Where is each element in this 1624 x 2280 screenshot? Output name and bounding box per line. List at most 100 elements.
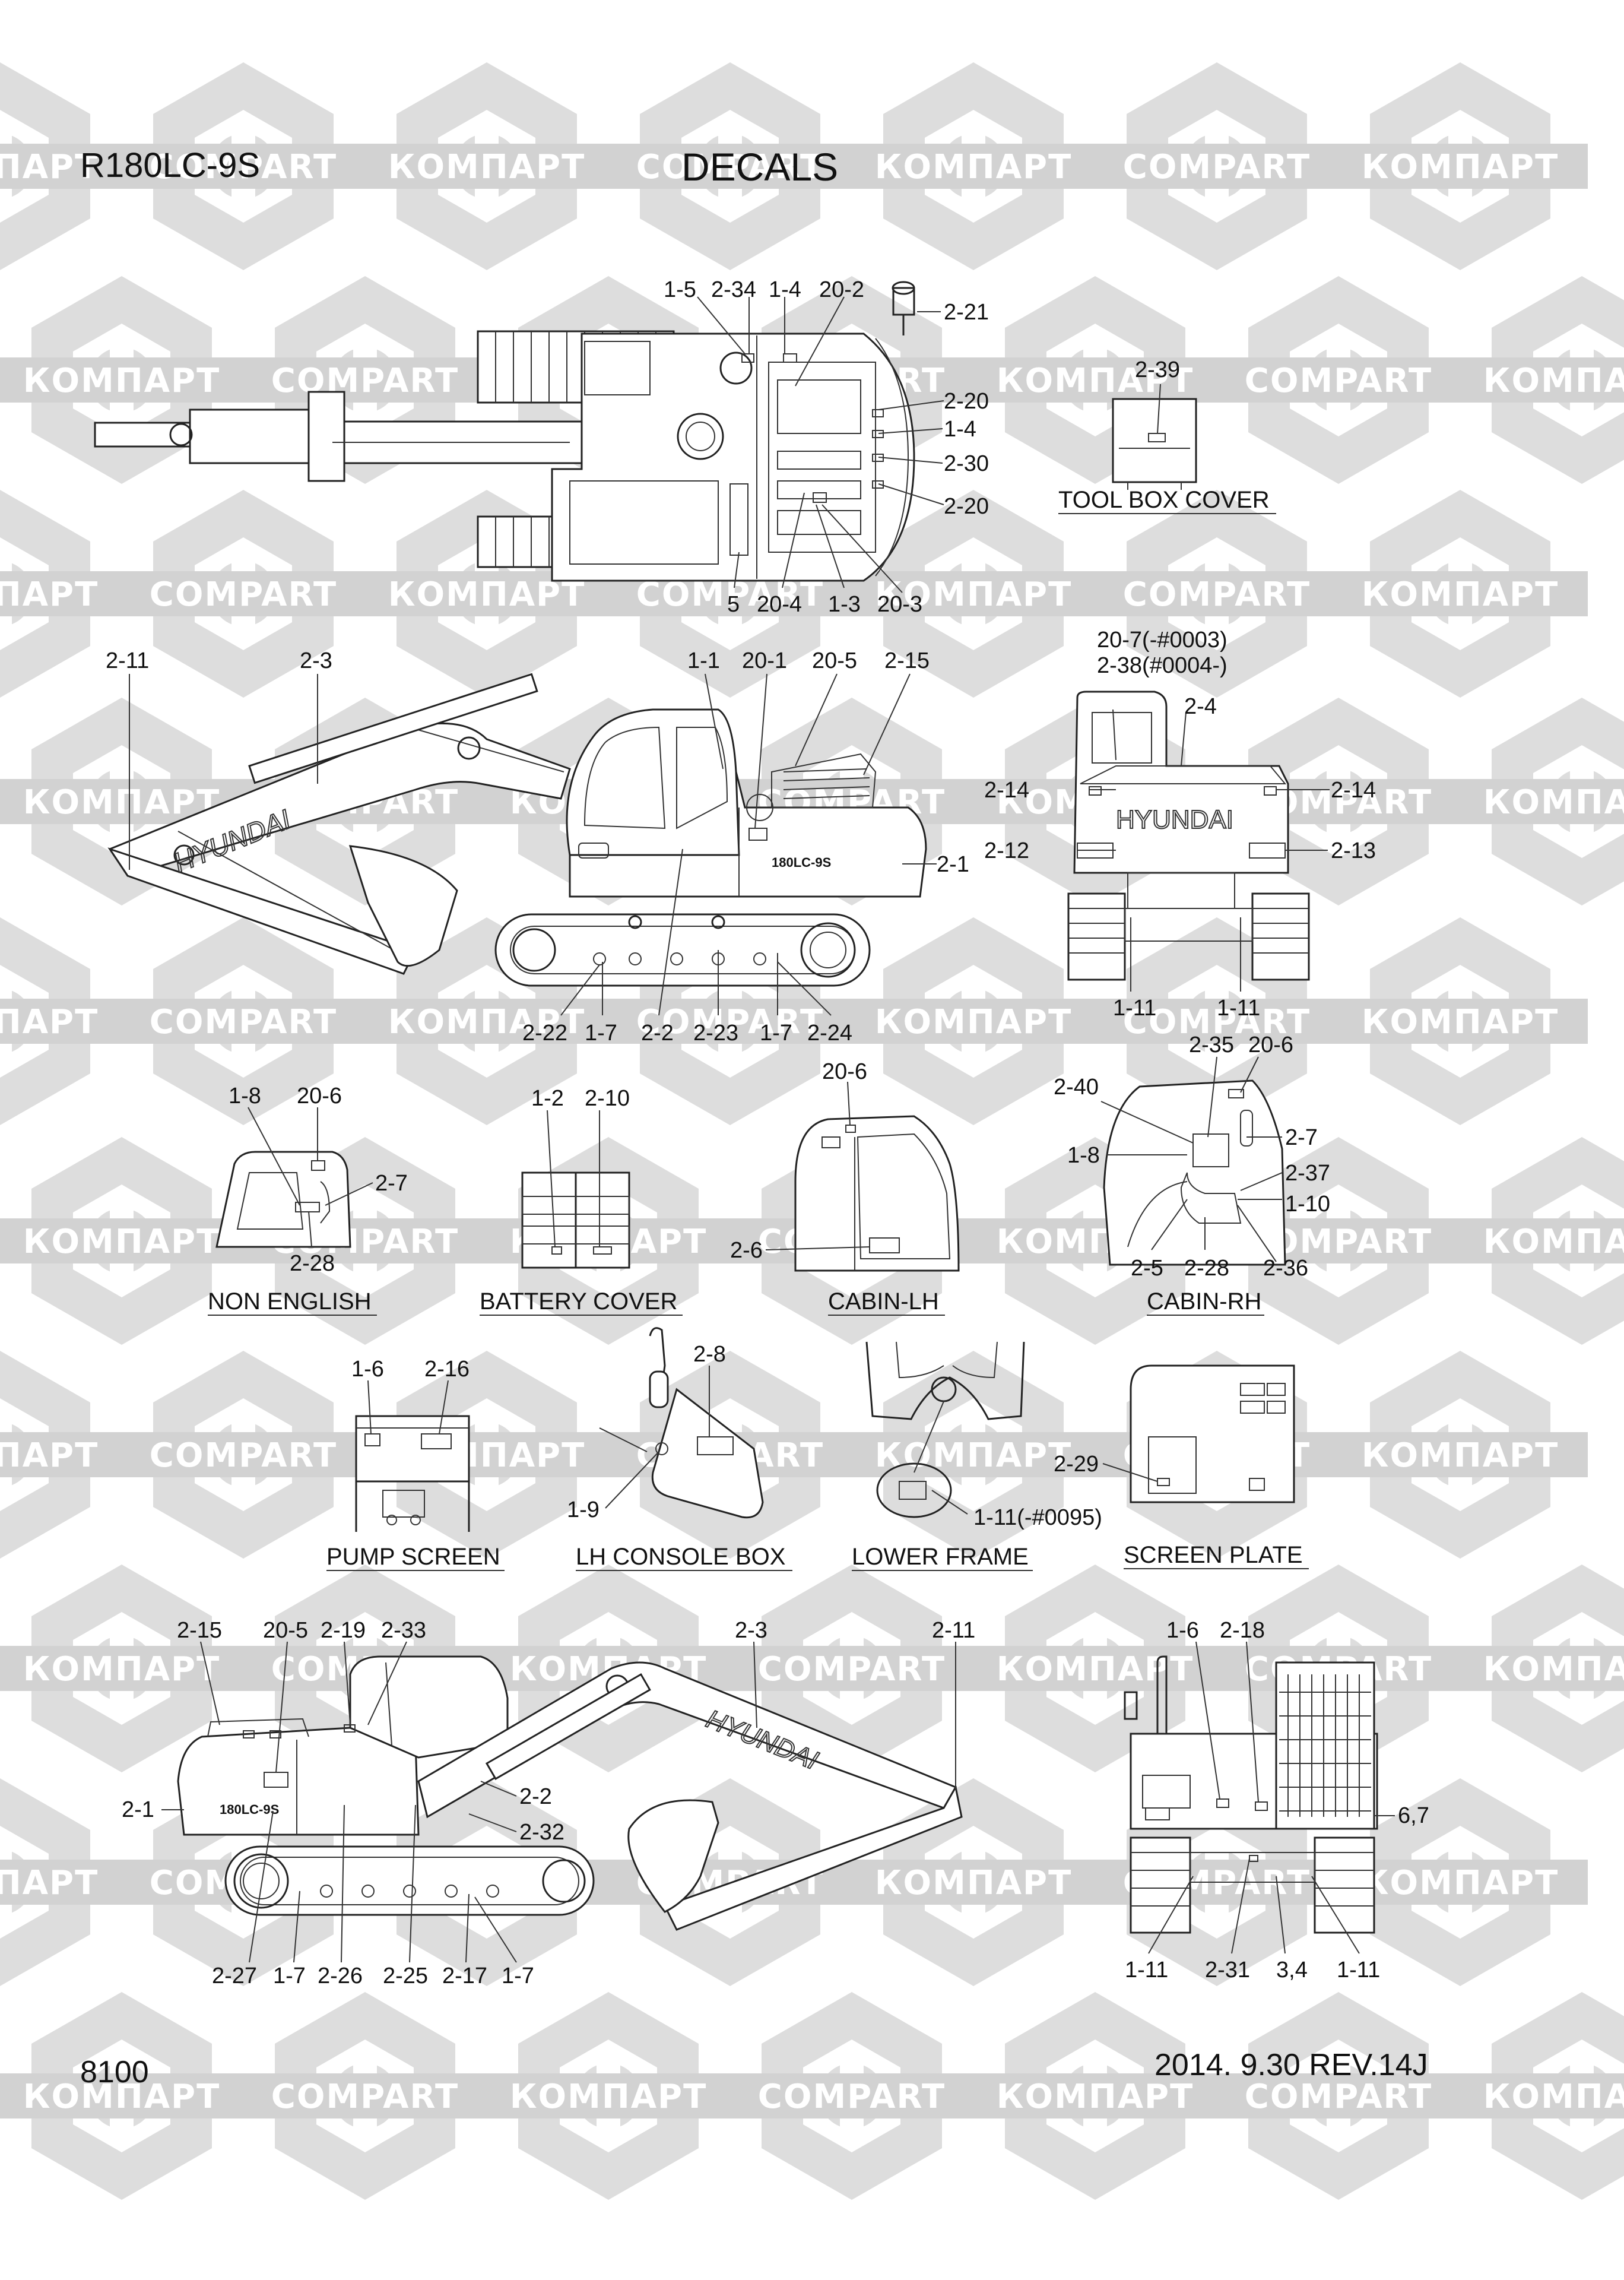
battery-cover-view <box>521 1171 630 1269</box>
callout: 1-6 <box>1166 1618 1199 1643</box>
callout: 1-7 <box>585 1021 617 1046</box>
section-title-non-english: NON ENGLISH <box>208 1288 372 1315</box>
watermark-text: COMPART <box>1245 2078 1432 2116</box>
watermark-text: КОМПАРТ <box>1483 783 1624 822</box>
callout: 2-34 <box>711 277 756 302</box>
leader-lines <box>129 296 1395 1963</box>
callout: 1-1 <box>687 648 720 673</box>
callout: 1-3 <box>828 592 861 617</box>
callout: 2-7 <box>375 1171 408 1196</box>
callout: 1-8 <box>1067 1143 1100 1168</box>
watermark-text: COMPART <box>636 148 824 186</box>
watermark-text: COMPART <box>1123 1003 1311 1041</box>
callout: 2-30 <box>944 451 989 476</box>
callout: 2-14 <box>984 778 1029 803</box>
front-view-excavator <box>1124 1655 1378 1934</box>
tool-box-cover-view <box>1112 398 1197 490</box>
callout: 2-11 <box>106 648 149 673</box>
callout: 2-15 <box>177 1618 222 1643</box>
callout: 20-6 <box>822 1059 867 1084</box>
watermark-text: COMPART <box>150 1003 337 1041</box>
watermark-text: КОМПАРТ <box>388 575 586 614</box>
watermark-text: КОМПАРТ <box>1483 2078 1624 2116</box>
section-title-tool-box-cover: TOOL BOX COVER <box>1058 487 1270 513</box>
watermark-text: КОМПАРТ <box>23 362 221 400</box>
callout: 2-2 <box>519 1784 552 1809</box>
cabin-rh-view <box>1103 1079 1286 1266</box>
callout: 1-7 <box>502 1964 534 1988</box>
watermark-text: КОМПАРТ <box>23 783 221 822</box>
callout: 1-2 <box>531 1086 564 1111</box>
callout: 2-23 <box>693 1021 738 1046</box>
callout: 20-5 <box>263 1618 308 1643</box>
watermark-text: КОМПАРТ <box>388 148 586 186</box>
callout: 1-11 <box>1113 996 1156 1021</box>
watermark-text: КОМПАРТ <box>875 1003 1073 1041</box>
right-side-view-excavator: 180LC-9S HYUNDAI <box>177 1655 963 1931</box>
watermark-text: COMPART <box>758 1650 946 1689</box>
callout: 2-3 <box>300 648 332 673</box>
watermark-text: КОМПАРТ <box>23 2078 221 2116</box>
watermark-text: COMPART <box>1123 575 1311 614</box>
top-view-excavator <box>94 281 915 582</box>
section-titles: TOOL BOX COVER NON ENGLISH BATTERY COVER… <box>208 487 1309 1571</box>
model-badge: 180LC-9S <box>772 855 831 870</box>
watermark-text: КОМПАРТ <box>388 1003 586 1041</box>
watermark-text: КОМПАРТ <box>1362 148 1559 186</box>
callout: 2-16 <box>424 1357 470 1382</box>
lh-console-box-view <box>599 1327 764 1519</box>
page-number: 8100 <box>80 2055 149 2089</box>
watermark-text: КОМПАРТ <box>875 575 1073 614</box>
pump-screen-view <box>355 1415 470 1532</box>
section-title-battery-cover: BATTERY COVER <box>480 1288 677 1315</box>
callout: 2-39 <box>1135 357 1180 382</box>
callout: 2-4 <box>1184 694 1217 719</box>
callout: 2-33 <box>381 1618 426 1643</box>
callout: 2-2 <box>641 1021 674 1046</box>
callout: 2-11 <box>932 1618 975 1643</box>
callout: 2-1 <box>937 852 969 877</box>
left-side-view-excavator: 180LC-9S HYUNDAI <box>107 673 927 987</box>
callout: 2-38(#0004-) <box>1097 653 1227 678</box>
callout: 20-6 <box>297 1084 342 1109</box>
rear-view-excavator: HYUNDAI <box>1067 691 1310 981</box>
watermark-text: КОМПАРТ <box>0 1436 99 1475</box>
watermark-text: КОМПАРТ <box>1483 362 1624 400</box>
callout: 2-35 <box>1189 1033 1234 1057</box>
callout: 20-4 <box>757 592 802 617</box>
callout: 2-1 <box>122 1797 154 1822</box>
watermark-text: COMPART <box>150 148 337 186</box>
watermark-text: COMPART <box>271 2078 459 2116</box>
section-title-lower-frame: LOWER FRAME <box>852 1544 1029 1570</box>
section-title-screen-plate: SCREEN PLATE <box>1124 1542 1303 1568</box>
callout: 1-11(-#0095) <box>973 1505 1102 1530</box>
watermark-text: КОМПАРТ <box>875 1864 1073 1902</box>
callout: 1-10 <box>1285 1192 1330 1217</box>
callout: 2-5 <box>1131 1256 1163 1281</box>
callout-labels: 1-5 2-34 1-4 20-2 2-21 2-20 1-4 2-30 2-2… <box>106 277 1429 1988</box>
watermark-text: КОМПАРТ <box>0 148 99 186</box>
callout: 1-11 <box>1125 1958 1168 1983</box>
callout: 2-37 <box>1285 1161 1330 1186</box>
watermark-text: КОМПАРТ <box>1362 1003 1559 1041</box>
callout: 2-40 <box>1054 1075 1099 1100</box>
callout: 2-28 <box>290 1251 335 1276</box>
callout: 1-11 <box>1337 1958 1380 1983</box>
callout: 2-20 <box>944 494 989 519</box>
callout: 2-27 <box>212 1964 257 1988</box>
callout: 1-4 <box>769 277 801 302</box>
callout: 6,7 <box>1398 1803 1429 1828</box>
callout: 2-3 <box>735 1618 767 1643</box>
callout: 1-9 <box>567 1497 600 1522</box>
section-title-pump-screen: PUMP SCREEN <box>326 1544 500 1570</box>
cabin-lh-view <box>794 1115 960 1272</box>
watermark-text: КОМПАРТ <box>875 148 1073 186</box>
callout: 2-15 <box>884 648 930 673</box>
callout: 2-28 <box>1184 1256 1229 1281</box>
callout: 20-7(-#0003) <box>1097 628 1227 653</box>
watermark-text: COMPART <box>758 2078 946 2116</box>
screen-plate-view <box>1130 1364 1295 1503</box>
callout: 1-11 <box>1217 996 1260 1021</box>
watermark-text: COMPART <box>271 362 459 400</box>
callout: 1-8 <box>229 1084 261 1109</box>
